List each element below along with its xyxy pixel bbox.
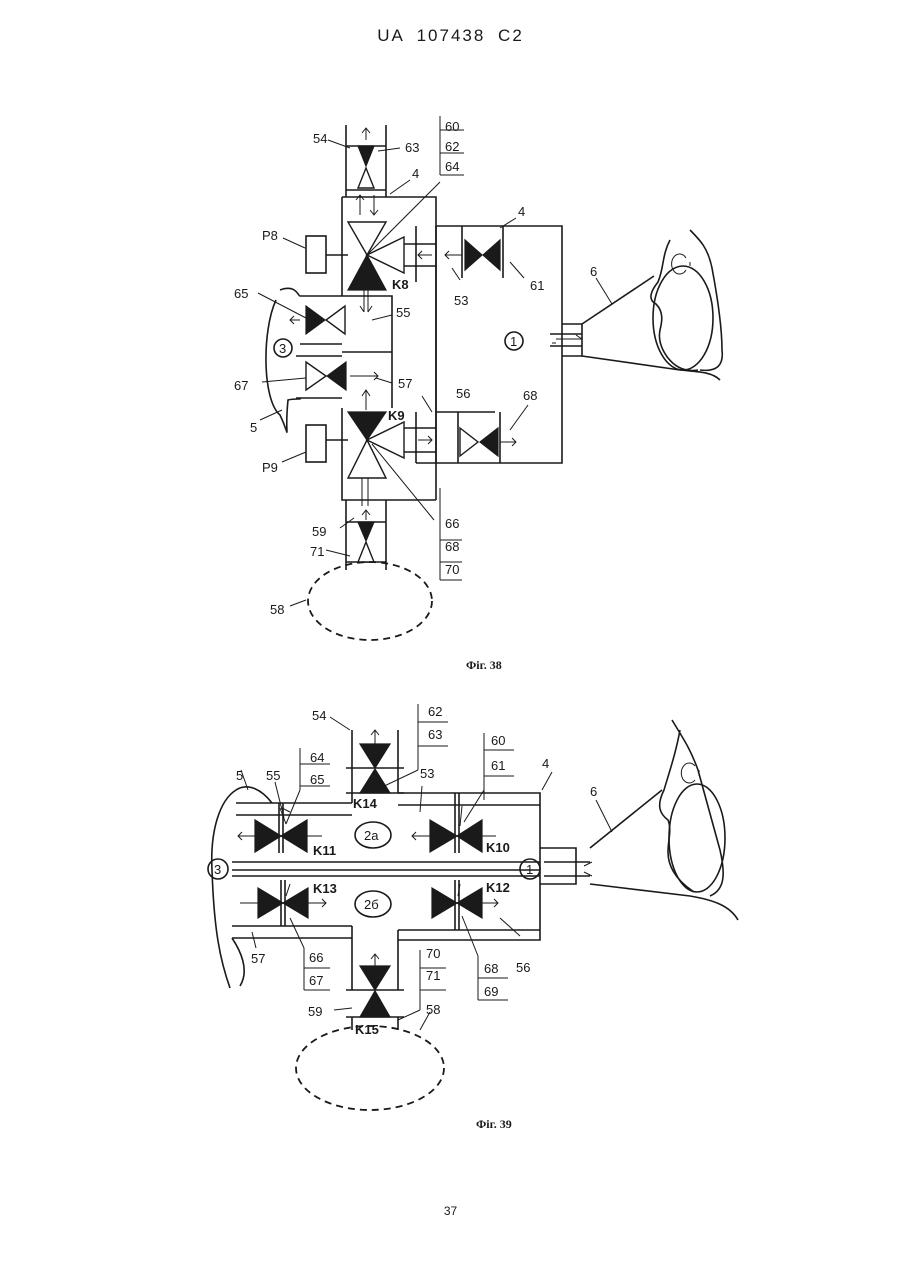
- label-k14: K14: [353, 796, 378, 811]
- label-55: 55: [266, 768, 280, 783]
- label-1: 1: [526, 862, 533, 877]
- valve-k15: [346, 954, 404, 1017]
- sensor-p8: [306, 236, 326, 273]
- label-p9: P9: [262, 460, 278, 475]
- label-6: 6: [590, 784, 597, 799]
- label-4b: 4: [518, 204, 525, 219]
- label-1: 1: [510, 334, 517, 349]
- reservoir-58: [308, 562, 432, 640]
- figure-38-caption: Фіг. 38: [466, 658, 502, 672]
- label-2b: 2б: [364, 897, 379, 912]
- label-60: 60: [445, 119, 459, 134]
- label-63: 63: [405, 140, 419, 155]
- label-70: 70: [445, 562, 459, 577]
- label-61: 61: [491, 758, 505, 773]
- label-64: 64: [310, 750, 324, 765]
- label-k12: K12: [486, 880, 510, 895]
- label-k10: K10: [486, 840, 510, 855]
- label-60: 60: [491, 733, 505, 748]
- label-56: 56: [456, 386, 470, 401]
- label-3: 3: [214, 862, 221, 877]
- label-63: 63: [428, 727, 442, 742]
- label-64: 64: [445, 159, 459, 174]
- label-68: 68: [484, 961, 498, 976]
- face-with-mask: [582, 230, 722, 380]
- label-k8: K8: [392, 277, 409, 292]
- valve-68: [458, 412, 516, 463]
- label-k13: K13: [313, 881, 337, 896]
- label-61: 61: [530, 278, 544, 293]
- label-59: 59: [312, 524, 326, 539]
- valve-63: [346, 128, 386, 190]
- label-68-top: 68: [523, 388, 537, 403]
- label-66: 66: [309, 950, 323, 965]
- label-65: 65: [234, 286, 248, 301]
- label-57: 57: [398, 376, 412, 391]
- label-58: 58: [426, 1002, 440, 1017]
- valve-k11: [238, 803, 322, 853]
- label-4a: 4: [412, 166, 419, 181]
- label-69: 69: [484, 984, 498, 999]
- valve-k14: [346, 730, 404, 793]
- label-65: 65: [310, 772, 324, 787]
- label-62: 62: [428, 704, 442, 719]
- label-67: 67: [309, 973, 323, 988]
- label-71: 71: [310, 544, 324, 559]
- page-number: 37: [0, 1204, 901, 1218]
- label-70: 70: [426, 946, 440, 961]
- label-58: 58: [270, 602, 284, 617]
- sensor-p9: [306, 425, 326, 462]
- figure-39-caption: Фіг. 39: [476, 1117, 512, 1131]
- label-k15: K15: [355, 1022, 379, 1037]
- label-62: 62: [445, 139, 459, 154]
- label-4: 4: [542, 756, 549, 771]
- label-5: 5: [236, 768, 243, 783]
- label-57: 57: [251, 951, 265, 966]
- label-71: 71: [426, 968, 440, 983]
- label-67: 67: [234, 378, 248, 393]
- label-6: 6: [590, 264, 597, 279]
- label-53: 53: [454, 293, 468, 308]
- label-2a: 2a: [364, 828, 379, 843]
- label-p8: P8: [262, 228, 278, 243]
- label-55: 55: [396, 305, 410, 320]
- label-66: 66: [445, 516, 459, 531]
- reservoir-58-fig39: [296, 1026, 444, 1110]
- valve-71: [346, 510, 386, 562]
- label-k9: K9: [388, 408, 405, 423]
- valve-65: [290, 296, 345, 344]
- label-5: 5: [250, 420, 257, 435]
- face-with-mask-fig39: [590, 720, 738, 920]
- figure-39: 54 62 63 60 61 4 6 5 55 64 65 53 K14 K11…: [208, 704, 738, 1131]
- label-54: 54: [313, 131, 327, 146]
- label-59: 59: [308, 1004, 322, 1019]
- valve-k8: [348, 195, 404, 312]
- label-3: 3: [279, 341, 286, 356]
- label-53: 53: [420, 766, 434, 781]
- label-56: 56: [516, 960, 530, 975]
- label-54: 54: [312, 708, 326, 723]
- label-68-bottom: 68: [445, 539, 459, 554]
- label-k11: K11: [313, 843, 336, 858]
- valve-k10: [412, 793, 496, 853]
- figure-38: 54 63 60 62 64 4 4 P8 K8 61 53 6 65 55 3…: [234, 116, 722, 672]
